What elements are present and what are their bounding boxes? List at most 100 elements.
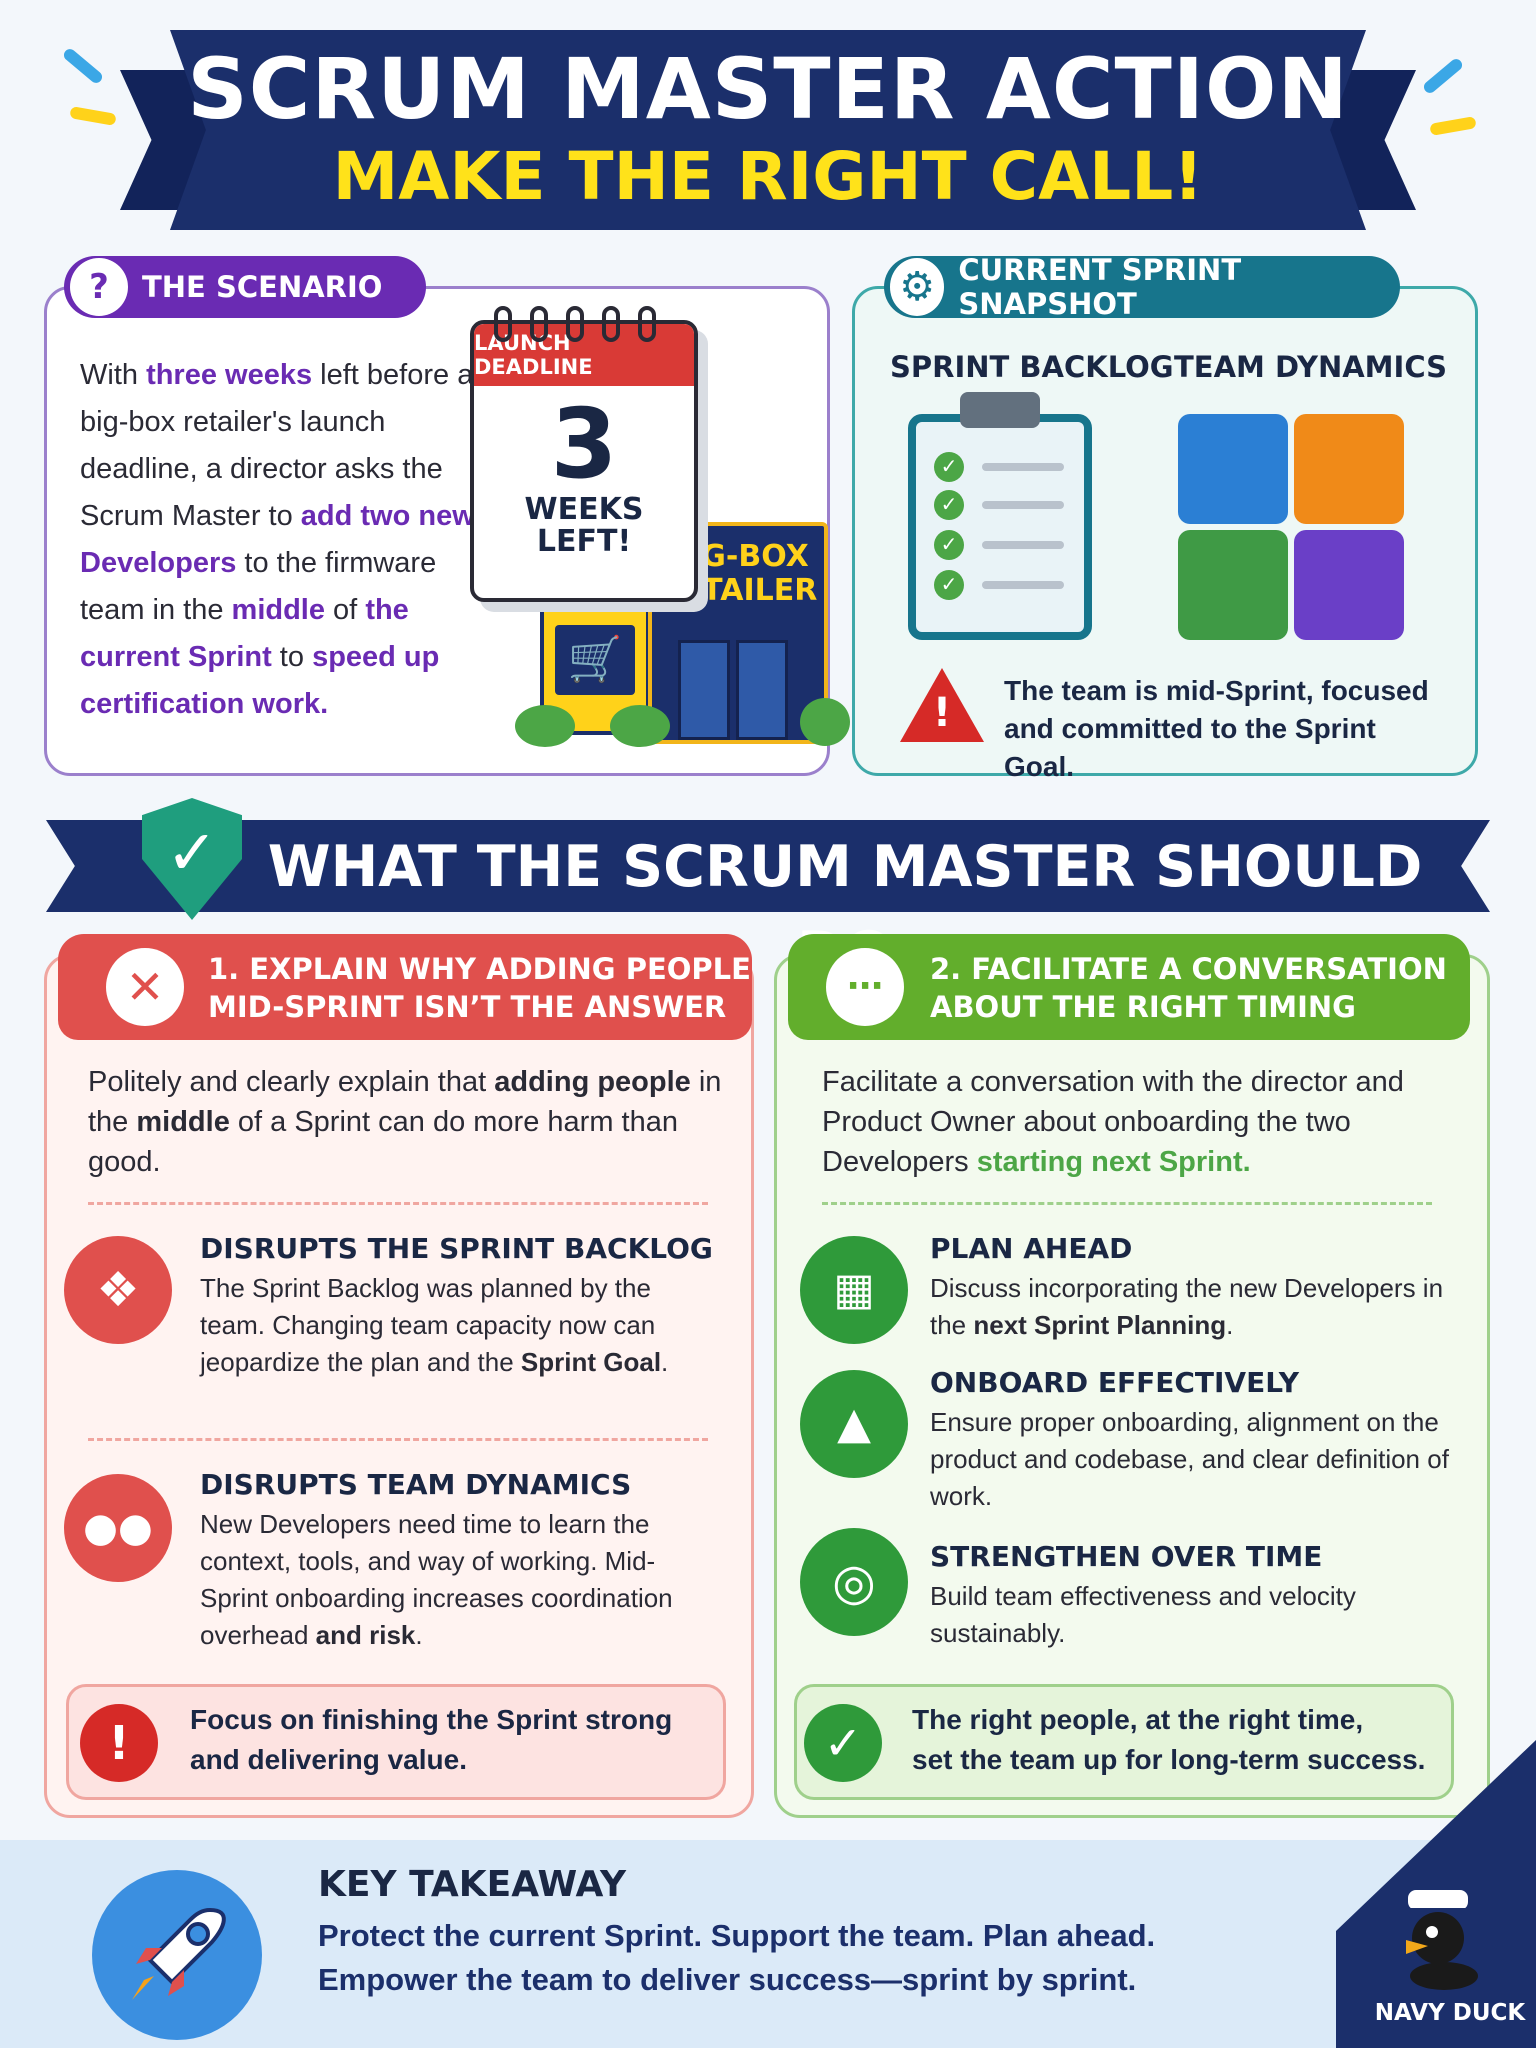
title-banner: SCRUM MASTER ACTION MAKE THE RIGHT CALL! xyxy=(0,0,1536,250)
checklist-row: ✓ xyxy=(934,452,1074,482)
puzzle-piece-icon xyxy=(1178,530,1288,640)
item-body-part: New Developers need time to learn the co… xyxy=(200,1509,673,1650)
scenario-text-highlight: speed up certification work. xyxy=(80,641,440,720)
scenario-text: With three weeks left before a big-box r… xyxy=(80,352,480,728)
option1-intro: Politely and clearly explain that adding… xyxy=(88,1062,728,1182)
graduation-cap-icon: ▲ xyxy=(800,1370,908,1478)
option2-intro-part: Facilitate a conversation with the direc… xyxy=(822,1066,1404,1178)
duck-icon xyxy=(1406,1890,1478,1990)
shopping-cart-icon: 🛒 xyxy=(555,625,635,695)
puzzle-piece-icon xyxy=(1294,414,1404,524)
snapshot-label-text: CURRENT SPRINT SNAPSHOT xyxy=(958,253,1242,321)
close-x-icon: ✕ xyxy=(106,948,184,1026)
check-icon: ✓ xyxy=(934,490,964,520)
item-body-part: . xyxy=(661,1347,669,1377)
option1-item-title: DISRUPTS THE SPRINT BACKLOG xyxy=(200,1232,713,1265)
target-icon: ◎ xyxy=(800,1528,908,1636)
option1-panel xyxy=(44,954,754,1818)
sparkle-decoration xyxy=(1421,56,1465,96)
option1-callout xyxy=(66,1684,726,1800)
check-icon: ✓ xyxy=(934,570,964,600)
option2-item-title: ONBOARD EFFECTIVELY xyxy=(930,1366,1299,1399)
chat-bubble-icon: ⋯ xyxy=(826,948,904,1026)
warning-icon xyxy=(900,668,984,742)
option1-intro-part: of a Sprint can do more harm than good. xyxy=(88,1106,678,1178)
scenario-text-part: to the firmware team in the xyxy=(80,547,437,626)
checklist-line xyxy=(982,463,1064,471)
sparkle-decoration xyxy=(1429,116,1477,136)
team-dynamics-label: TEAM DYNAMICS xyxy=(1174,350,1448,384)
item-body-part: . xyxy=(1226,1310,1234,1340)
scenario-text-highlight: add two new Developers xyxy=(80,500,475,579)
people-icon: ●● xyxy=(64,1474,172,1582)
scenario-label-text: THE SCENARIO xyxy=(142,270,383,304)
takeaway-line2: Empower the team to deliver success—spri… xyxy=(318,1962,1137,1997)
scenario-text-part: left before a big-box retailer's launch … xyxy=(80,359,474,532)
option2-callout-line1: The right people, at the right time, xyxy=(912,1704,1364,1735)
scenario-text-part: to xyxy=(271,641,313,673)
scenario-text-highlight: middle xyxy=(231,594,325,626)
item-body-bold: next Sprint Planning xyxy=(973,1310,1227,1340)
option2-callout-text: The right people, at the right time, set… xyxy=(912,1700,1425,1780)
takeaway-title: KEY TAKEAWAY xyxy=(318,1864,627,1905)
clipboard-icon xyxy=(908,414,1092,640)
rocket-graphic xyxy=(132,1907,226,2000)
option2-item-title: STRENGTHEN OVER TIME xyxy=(930,1540,1323,1573)
option2-intro-highlight: starting next Sprint. xyxy=(976,1146,1251,1178)
calendar-weeks: WEEKS xyxy=(524,492,644,527)
check-circle-icon: ✓ xyxy=(804,1704,882,1782)
item-body-part: . xyxy=(415,1620,423,1650)
calendar-ring xyxy=(638,306,656,342)
puzzle-piece-icon xyxy=(1294,530,1404,640)
check-icon: ✓ xyxy=(934,452,964,482)
option1-callout-line1: Focus on finishing the Sprint strong xyxy=(190,1704,673,1735)
scenario-text-highlight: three weeks xyxy=(146,359,313,391)
option1-callout-text: Focus on finishing the Sprint strong and… xyxy=(190,1700,672,1780)
sprint-backlog-label: SPRINT BACKLOG xyxy=(890,350,1174,384)
calendar-ring xyxy=(494,306,512,342)
scenario-text-part: of xyxy=(325,594,366,626)
warning-icon-mark: ! xyxy=(932,690,952,736)
option1-header: ✕ 1. EXPLAIN WHY ADDING PEOPLE MID-SPRIN… xyxy=(58,934,752,1040)
snapshot-warning-line1: The team is mid-Sprint, focused xyxy=(1004,675,1429,706)
check-icon: ✓ xyxy=(934,530,964,560)
calendar-icon: ▦ xyxy=(800,1236,908,1344)
checklist-row: ✓ xyxy=(934,570,1074,600)
option1-item-title: DISRUPTS TEAM DYNAMICS xyxy=(200,1468,632,1501)
divider xyxy=(88,1438,708,1441)
item-body-part: Discuss incorporating the new Developers… xyxy=(930,1273,1444,1340)
option2-intro: Facilitate a conversation with the direc… xyxy=(822,1062,1462,1182)
divider xyxy=(822,1202,1432,1205)
option1-item-body: The Sprint Backlog was planned by the te… xyxy=(200,1270,680,1381)
calendar-ring xyxy=(566,306,584,342)
takeaway-line1: Protect the current Sprint. Support the … xyxy=(318,1918,1156,1953)
sparkle-decoration xyxy=(61,46,105,86)
option1-title-line1: 1. EXPLAIN WHY ADDING PEOPLE xyxy=(208,952,751,986)
option2-item-body: Discuss incorporating the new Developers… xyxy=(930,1270,1450,1344)
divider xyxy=(88,1202,708,1205)
checklist-line xyxy=(982,581,1064,589)
option2-item-title: PLAN AHEAD xyxy=(930,1232,1133,1265)
option2-title-line2: ABOUT THE RIGHT TIMING xyxy=(930,990,1356,1024)
item-body-bold: Sprint Goal xyxy=(520,1347,662,1377)
brand-name: NAVY DUCK xyxy=(1374,2000,1526,2026)
exclamation-icon: ! xyxy=(80,1704,158,1782)
scenario-text-part: With xyxy=(80,359,147,391)
scenario-label: ? THE SCENARIO xyxy=(64,256,426,318)
page-title: SCRUM MASTER ACTION xyxy=(187,40,1349,138)
page-subtitle: MAKE THE RIGHT CALL! xyxy=(332,138,1204,215)
snapshot-warning-line2: and committed to the Sprint Goal. xyxy=(1004,713,1376,782)
calendar-ring xyxy=(602,306,620,342)
shield-check-icon: ✓ xyxy=(166,819,218,888)
sparkle-decoration xyxy=(69,106,117,126)
duck-logo xyxy=(1388,1880,1488,1990)
option2-item-body: Build team effectiveness and velocity su… xyxy=(930,1581,1356,1648)
puzzle-piece-icon xyxy=(1178,414,1288,524)
option2-title: 2. FACILITATE A CONVERSATION ABOUT THE R… xyxy=(930,950,1447,1026)
option1-title: 1. EXPLAIN WHY ADDING PEOPLE MID-SPRINT … xyxy=(208,950,751,1026)
option1-title-line2: MID-SPRINT ISN’T THE ANSWER xyxy=(208,990,727,1024)
question-icon: ? xyxy=(70,258,128,316)
option1-intro-part: Politely and clearly explain that xyxy=(88,1066,495,1098)
calendar-number: 3 xyxy=(550,388,618,500)
item-body-part: The Sprint Backlog was planned by the te… xyxy=(200,1273,656,1377)
